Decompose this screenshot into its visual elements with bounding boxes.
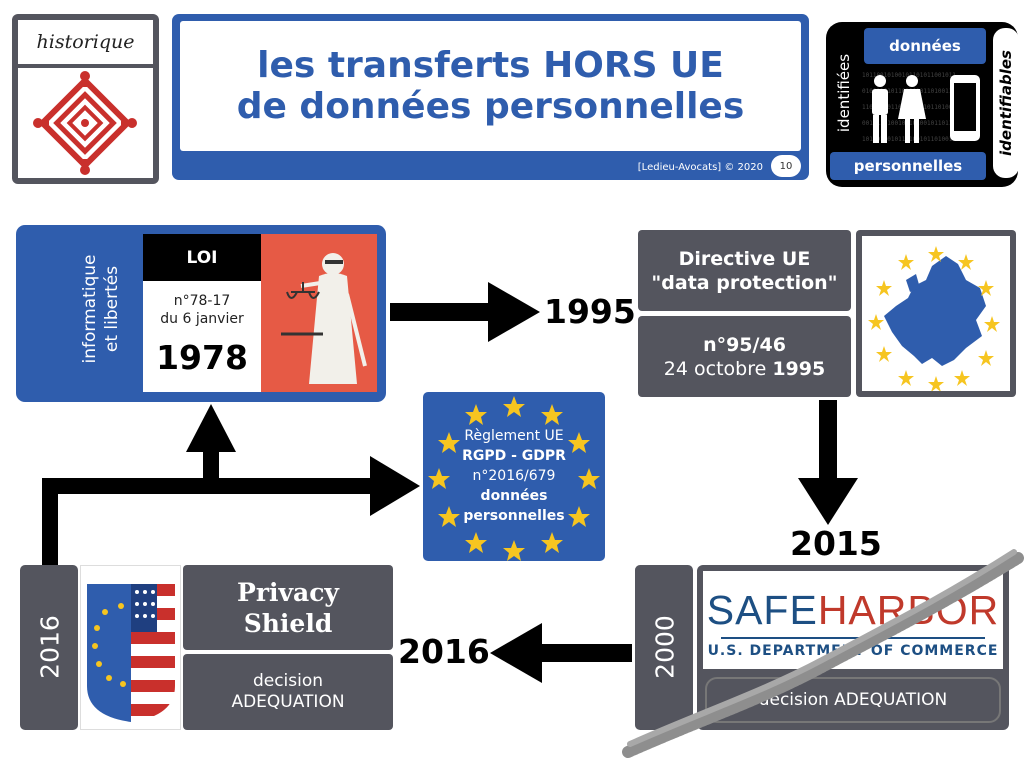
title-line-1: les transferts HORS UE [257, 45, 724, 86]
justice-statue-icon [261, 234, 377, 392]
labyrinth-icon [18, 68, 153, 178]
privacy-shield-decision-line-2: ADEQUATION [231, 692, 345, 712]
loi-number: n°78-17 du 6 janvier [143, 292, 261, 328]
arrow-safeharbor-to-2016 [490, 623, 632, 683]
loi-heading: LOI [143, 234, 261, 281]
arrow-privacyshield-to-loi-and-rgpd [42, 404, 420, 566]
svg-text:10110010100101101011001011: 10110010100101101011001011 [862, 72, 956, 79]
directive-title-line-1: Directive UE [678, 247, 811, 270]
loi-year: 1978 [156, 338, 248, 377]
historique-label: historique [18, 20, 153, 64]
personal-data-badge: identifiées données 10110010100101101011… [826, 22, 1019, 187]
directive-date-year: 1995 [772, 357, 826, 380]
safe-harbor-divider [721, 637, 985, 639]
privacy-shield-decision: decision ADEQUATION [183, 654, 393, 730]
privacy-shield-name-line-2: Shield [243, 608, 333, 638]
rgpd-line-4: données [480, 488, 548, 504]
privacy-shield-year-tag: 2016 [20, 565, 78, 730]
rgpd-line-5: personnelles [463, 508, 565, 524]
eu-stars-icon [428, 396, 600, 561]
eu-map-panel [856, 230, 1016, 397]
page-number: 10 [771, 155, 801, 177]
rgpd-line-3: n°2016/679 [472, 468, 556, 484]
arrow-directive-to-2015 [798, 400, 858, 525]
arrow-loi-to-1995 [390, 282, 540, 342]
loi-card: LOI n°78-17 du 6 janvier 1978 [143, 234, 261, 392]
directive-date-prefix: 24 octobre [663, 357, 773, 380]
privacy-shield-decision-line-1: decision [252, 671, 324, 691]
loi-1978-panel: informatique et libertés LOI n°78-17 du … [16, 225, 386, 402]
title-panel: les transferts HORS UE de données person… [180, 21, 801, 151]
eu-map-icon [862, 236, 1010, 392]
directive-number: n°95/46 [703, 333, 786, 356]
safe-harbor-year-tag: 2000 [635, 565, 693, 730]
title-line-2: de données personnelles [236, 86, 745, 127]
loi-number-line-2: du 6 janvier [160, 311, 244, 327]
directive-title: Directive UE "data protection" [638, 230, 851, 311]
directive-title-line-2: "data protection" [651, 271, 838, 294]
badge-personnelles-label: personnelles [830, 152, 986, 180]
privacy-shield-name: Privacy Shield [183, 565, 393, 650]
historique-panel: historique [12, 14, 159, 184]
badge-donnees-label: données [864, 28, 986, 64]
year-label-2015: 2015 [790, 524, 882, 563]
privacy-shield-name-line-1: Privacy [237, 577, 339, 607]
loi-number-line-1: n°78-17 [173, 293, 231, 309]
credit-text: [Ledieu-Avocats] © 2020 [637, 161, 763, 173]
rgpd-text: Règlement UE RGPD - GDPR n°2016/679 donn… [423, 426, 605, 526]
year-label-2016: 2016 [398, 632, 490, 671]
people-phone-icon: 10110010100101101011001011 0100110101101… [862, 67, 986, 149]
directive-reference: n°95/46 24 octobre 1995 [638, 316, 851, 397]
directive-date: 24 octobre 1995 [664, 357, 825, 381]
rgpd-line-2: RGPD - GDPR [462, 448, 566, 464]
safe-harbor-brand-safe: SAFE [706, 587, 818, 633]
eu-us-shield-icon [80, 565, 181, 730]
title-banner: les transferts HORS UE de données person… [172, 14, 809, 180]
rgpd-line-1: Règlement UE [464, 428, 564, 444]
page-title: les transferts HORS UE de données person… [180, 21, 801, 151]
rgpd-panel: Règlement UE RGPD - GDPR n°2016/679 donn… [423, 392, 605, 561]
year-label-1995: 1995 [544, 292, 636, 331]
